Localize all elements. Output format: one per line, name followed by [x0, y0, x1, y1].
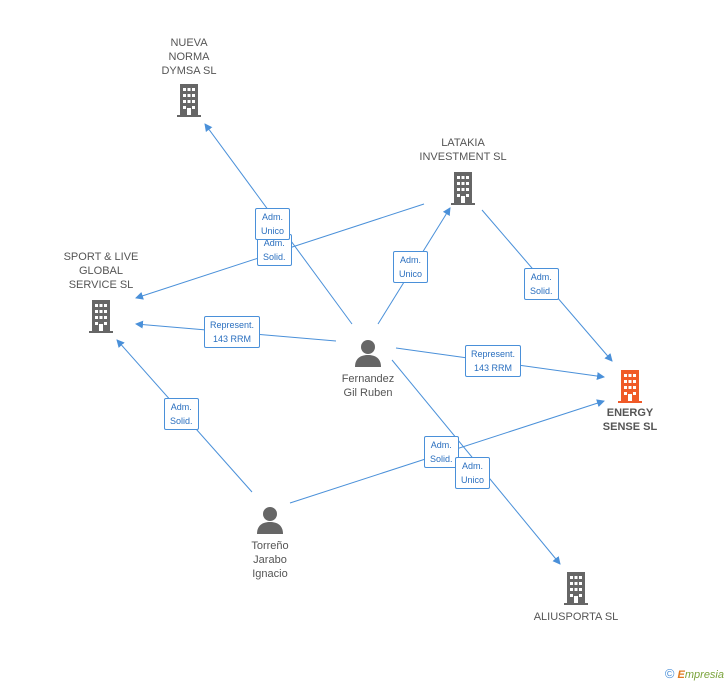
edge-label-represent-sport: Represent. 143 RRM [204, 316, 261, 348]
building-icon [177, 84, 201, 117]
building-icon [618, 370, 642, 403]
edge-label-adm-solid-energy-bottom: Adm. Solid. [424, 436, 459, 468]
node-aliusporta[interactable]: ALIUSPORTA SL [526, 570, 626, 624]
node-latakia-investment[interactable]: LATAKIA INVESTMENT SL [413, 136, 513, 206]
edge-label-adm-unico-nueva: Adm. Unico [255, 208, 291, 240]
node-label: ALIUSPORTA SL [533, 611, 619, 623]
footer-brand[interactable]: © Empresia [665, 666, 724, 681]
building-icon [89, 300, 113, 333]
edge-label-adm-unico-aliusporta: Adm. Unico [455, 457, 491, 489]
node-label: Torreño Jarabo Ignacio [251, 540, 289, 580]
node-label: Fernandez Gil Ruben [341, 373, 395, 399]
copyright-icon: © [664, 666, 675, 681]
edge-label-adm-solid-sport-bottom: Adm. Solid. [164, 398, 199, 430]
person-icon [257, 507, 283, 534]
node-nueva-norma-dymsa[interactable]: NUEVA NORMA DYMSA SL [139, 36, 239, 118]
edge-label-represent-energy: Represent. 143 RRM [465, 345, 522, 377]
node-fernandez-gil-ruben[interactable]: Fernandez Gil Ruben [318, 338, 418, 400]
node-energy-sense[interactable]: ENERGY SENSE SL [580, 368, 680, 434]
edge-label-adm-unico-latakia: Adm. Unico [393, 251, 429, 283]
building-icon [451, 172, 475, 205]
node-torreno-jarabo-ignacio[interactable]: Torreño Jarabo Ignacio [220, 505, 320, 581]
building-icon [564, 572, 588, 605]
node-label: NUEVA NORMA DYMSA SL [161, 37, 217, 77]
node-label: SPORT & LIVE GLOBAL SERVICE SL [63, 251, 139, 291]
node-label: LATAKIA INVESTMENT SL [419, 137, 507, 163]
node-sport-live-global[interactable]: SPORT & LIVE GLOBAL SERVICE SL [51, 250, 151, 334]
person-icon [355, 340, 381, 367]
node-label: ENERGY SENSE SL [602, 407, 658, 433]
brand-initial: E [677, 669, 685, 681]
brand-name: mpresia [684, 669, 724, 681]
edge-label-adm-solid-latakia-energy: Adm. Solid. [524, 268, 559, 300]
